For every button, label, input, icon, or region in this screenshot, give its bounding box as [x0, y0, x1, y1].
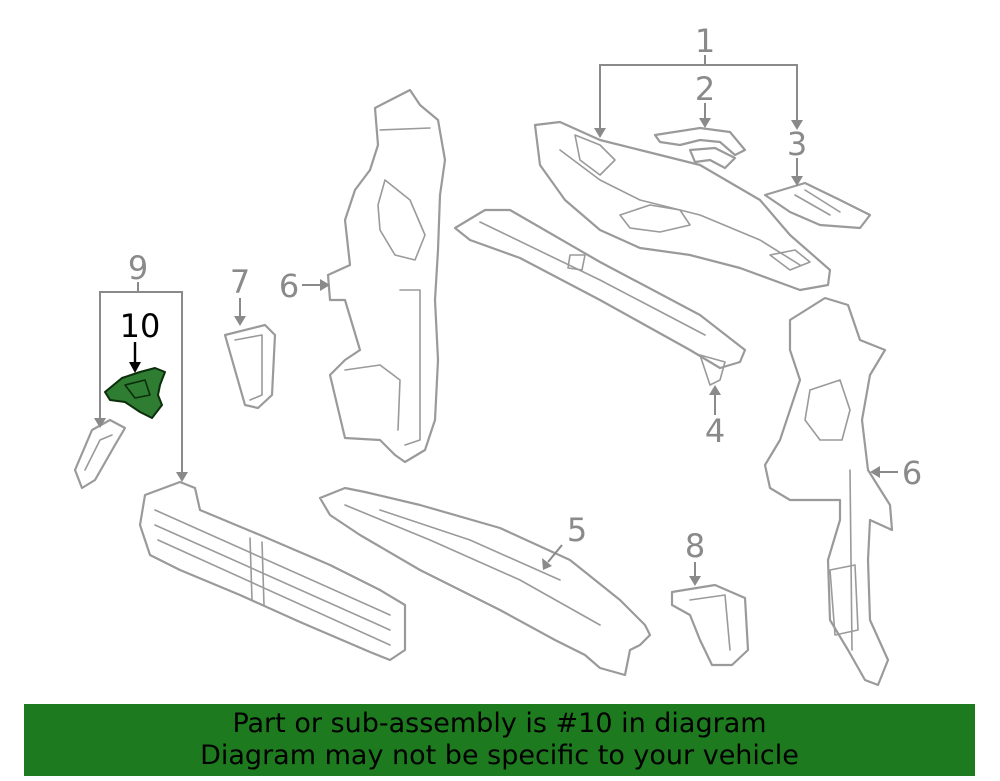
banner-line-2: Diagram may not be specific to your vehi…	[200, 740, 799, 771]
part-8-bracket[interactable]	[670, 583, 750, 667]
part-4-support-bar[interactable]	[453, 208, 747, 386]
part-5-lower-deflector[interactable]	[318, 486, 652, 677]
banner-line-1: Part or sub-assembly is #10 in diagram	[232, 708, 767, 739]
callout-10: 10	[120, 307, 161, 345]
part-9-shutter-grille[interactable]	[138, 480, 407, 662]
leader-1	[594, 55, 803, 138]
part-7-bracket[interactable]	[223, 323, 277, 410]
leader-2	[699, 103, 711, 128]
callout-6-left: 6	[279, 267, 299, 305]
callout-6-right: 6	[902, 454, 922, 492]
part-3-deflector[interactable]	[763, 181, 872, 230]
part-10-actuator[interactable]	[104, 367, 166, 419]
leader-9	[94, 282, 188, 482]
leader-4	[709, 385, 721, 415]
callout-4: 4	[705, 412, 725, 450]
callout-7: 7	[230, 263, 250, 301]
info-banner: Part or sub-assembly is #10 in diagram D…	[24, 704, 975, 776]
part-6-right-side-deflector[interactable]	[763, 296, 894, 687]
leader-7	[234, 298, 246, 326]
callout-2: 2	[695, 70, 715, 108]
callout-1: 1	[695, 22, 715, 60]
leader-6-right	[870, 466, 898, 478]
leader-10	[129, 342, 141, 373]
leader-6-left	[302, 279, 330, 291]
callout-9: 9	[128, 249, 148, 287]
part-2-clip[interactable]	[653, 126, 747, 170]
leader-3	[791, 158, 803, 186]
part-1-upper-deflector[interactable]	[533, 120, 832, 292]
parts-diagram: 1 2 3 4 5 6 6 7 8 9 10	[73, 22, 922, 687]
callout-5: 5	[567, 511, 587, 549]
leader-5	[542, 544, 563, 570]
callout-8: 8	[685, 527, 705, 565]
part-9-actuator-housing[interactable]	[73, 418, 127, 490]
callout-3: 3	[787, 125, 807, 163]
part-6-left-side-deflector[interactable]	[326, 88, 447, 464]
leader-8	[689, 562, 701, 586]
